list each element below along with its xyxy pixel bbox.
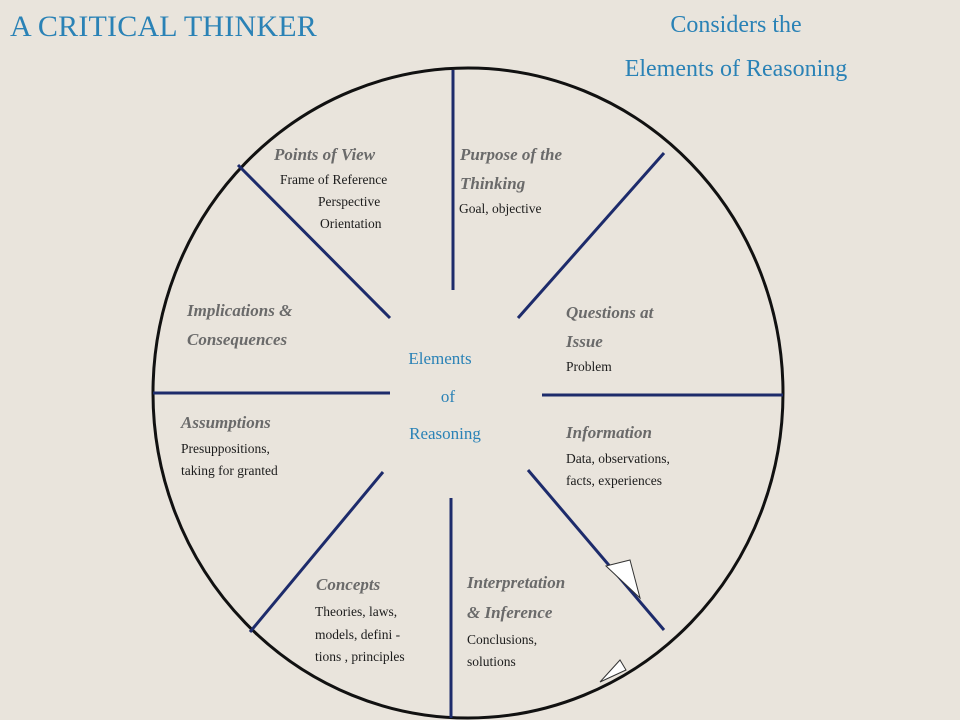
implications-heading: Implications & <box>187 301 293 320</box>
spoke-bottom-left <box>248 471 385 633</box>
implications-heading: Consequences <box>187 330 288 349</box>
assumptions-detail: taking for granted <box>181 463 278 478</box>
assumptions-detail: Presuppositions, <box>181 441 270 456</box>
decorative-mark <box>599 659 627 683</box>
concepts-detail: tions , principles <box>315 649 405 664</box>
purpose-detail: Goal, objective <box>459 201 542 216</box>
center-label-line1: Elements <box>408 349 472 368</box>
page-subtitle-line2: Elements of Reasoning <box>624 56 848 82</box>
spoke-bottom-right <box>526 469 666 631</box>
interpretation-heading: & Inference <box>467 603 553 622</box>
assumptions-heading: Assumptions <box>181 413 271 432</box>
purpose-heading: Thinking <box>460 174 526 193</box>
information-heading: Information <box>566 423 652 442</box>
purpose-heading: Purpose of the <box>460 145 562 164</box>
page-subtitle-line1: Considers the <box>670 12 802 38</box>
spoke-top-right <box>516 152 666 319</box>
interpretation-detail: Conclusions, <box>467 632 538 647</box>
questions-heading: Issue <box>566 332 603 351</box>
information-detail: facts, experiences <box>566 473 662 488</box>
points-of-view-detail: Frame of Reference <box>280 172 388 187</box>
decorative-mark <box>604 559 641 600</box>
points-of-view-detail: Perspective <box>318 194 381 209</box>
information-detail: Data, observations, <box>566 451 670 466</box>
spoke-top-left <box>236 163 392 320</box>
concepts-detail: Theories, laws, <box>315 604 398 619</box>
questions-detail: Problem <box>566 359 612 374</box>
concepts-detail: models, defini - <box>315 627 401 642</box>
points-of-view-detail: Orientation <box>320 216 382 231</box>
points-of-view-heading: Points of View <box>274 145 376 164</box>
questions-heading: Questions at <box>566 303 654 322</box>
center-label-line2: of <box>440 387 456 406</box>
page-title: A CRITICAL THINKER <box>10 10 317 43</box>
center-label-line3: Reasoning <box>409 424 481 443</box>
interpretation-detail: solutions <box>467 654 516 669</box>
concepts-heading: Concepts <box>316 575 381 594</box>
interpretation-heading: Interpretation <box>467 573 566 592</box>
